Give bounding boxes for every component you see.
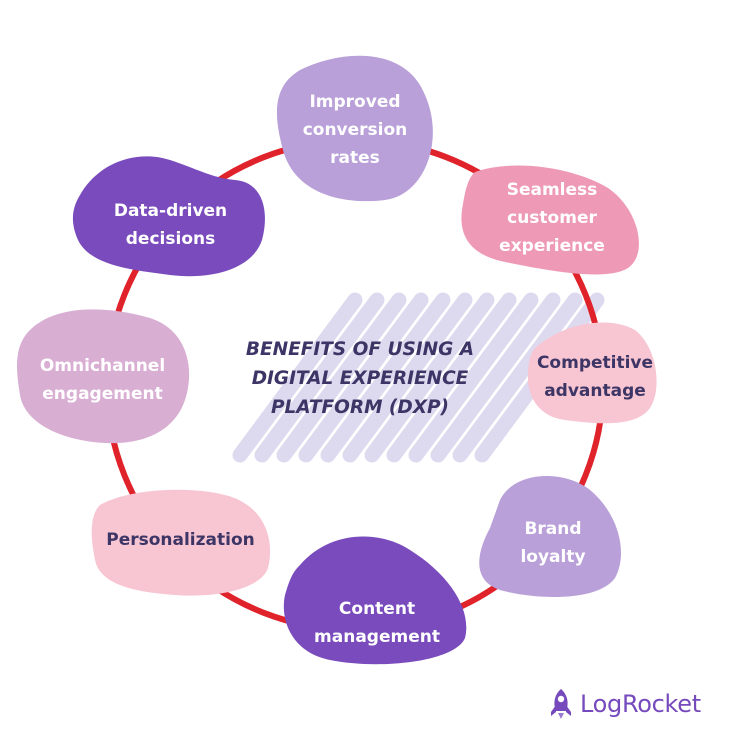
logrocket-logo: LogRocket [548,684,728,724]
rocket-icon [551,689,571,719]
benefit-blob [528,322,657,424]
scribble-stroke [276,292,407,463]
benefit-blob [461,165,639,275]
diagram-title: BENEFITS OF USING A DIGITAL EXPERIENCE P… [245,338,475,418]
scribble-stroke [342,292,473,463]
scribble-stroke [452,292,583,463]
scribble-stroke [364,292,495,463]
scribble-stroke [320,292,451,463]
benefit-blob [283,536,467,665]
scribble-stroke [430,292,561,463]
benefit-blob [17,309,190,444]
scribble-stroke [232,292,363,463]
scribble-stroke [254,292,385,463]
benefit-blob [276,55,433,202]
logo-wordmark: LogRocket [580,690,701,718]
scribble-stroke [298,292,429,463]
scribble-stroke [408,292,539,463]
scribble-stroke [386,292,517,463]
benefit-blob [72,156,265,277]
benefit-blob [91,489,271,596]
title-scribble-highlight [232,292,605,463]
benefit-blob [479,476,622,598]
